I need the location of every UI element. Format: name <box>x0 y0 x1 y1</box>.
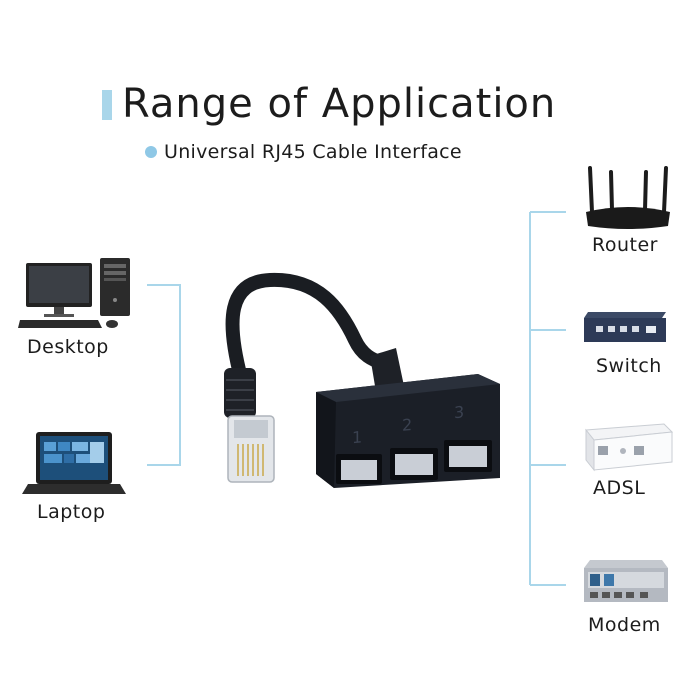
splitter-body <box>316 374 500 488</box>
device-label-laptop: Laptop <box>37 501 106 523</box>
title-accent-bar <box>102 90 112 120</box>
device-label-router: Router <box>592 234 658 256</box>
laptop-icon <box>22 432 126 494</box>
page-title: Range of Application <box>122 81 557 127</box>
adsl-modem-icon <box>585 423 674 472</box>
device-label-desktop: Desktop <box>27 336 109 358</box>
rj45-splitter-cable <box>224 272 404 483</box>
splitter-port-label-2: 2 <box>402 415 412 435</box>
device-label-switch: Switch <box>596 355 662 377</box>
router-icon <box>586 166 670 229</box>
subtitle-bullet <box>145 146 157 158</box>
left-connector-lines <box>147 284 181 466</box>
device-label-adsl: ADSL <box>593 477 646 499</box>
right-connector-lines <box>529 211 566 586</box>
device-label-modem: Modem <box>588 614 661 636</box>
splitter-port-label-1: 1 <box>352 427 362 447</box>
splitter-port-label-3: 3 <box>454 402 464 422</box>
modem-icon <box>584 560 668 602</box>
page-subtitle: Universal RJ45 Cable Interface <box>164 141 462 163</box>
network-switch-icon <box>584 312 666 342</box>
desktop-computer-icon <box>18 258 130 328</box>
